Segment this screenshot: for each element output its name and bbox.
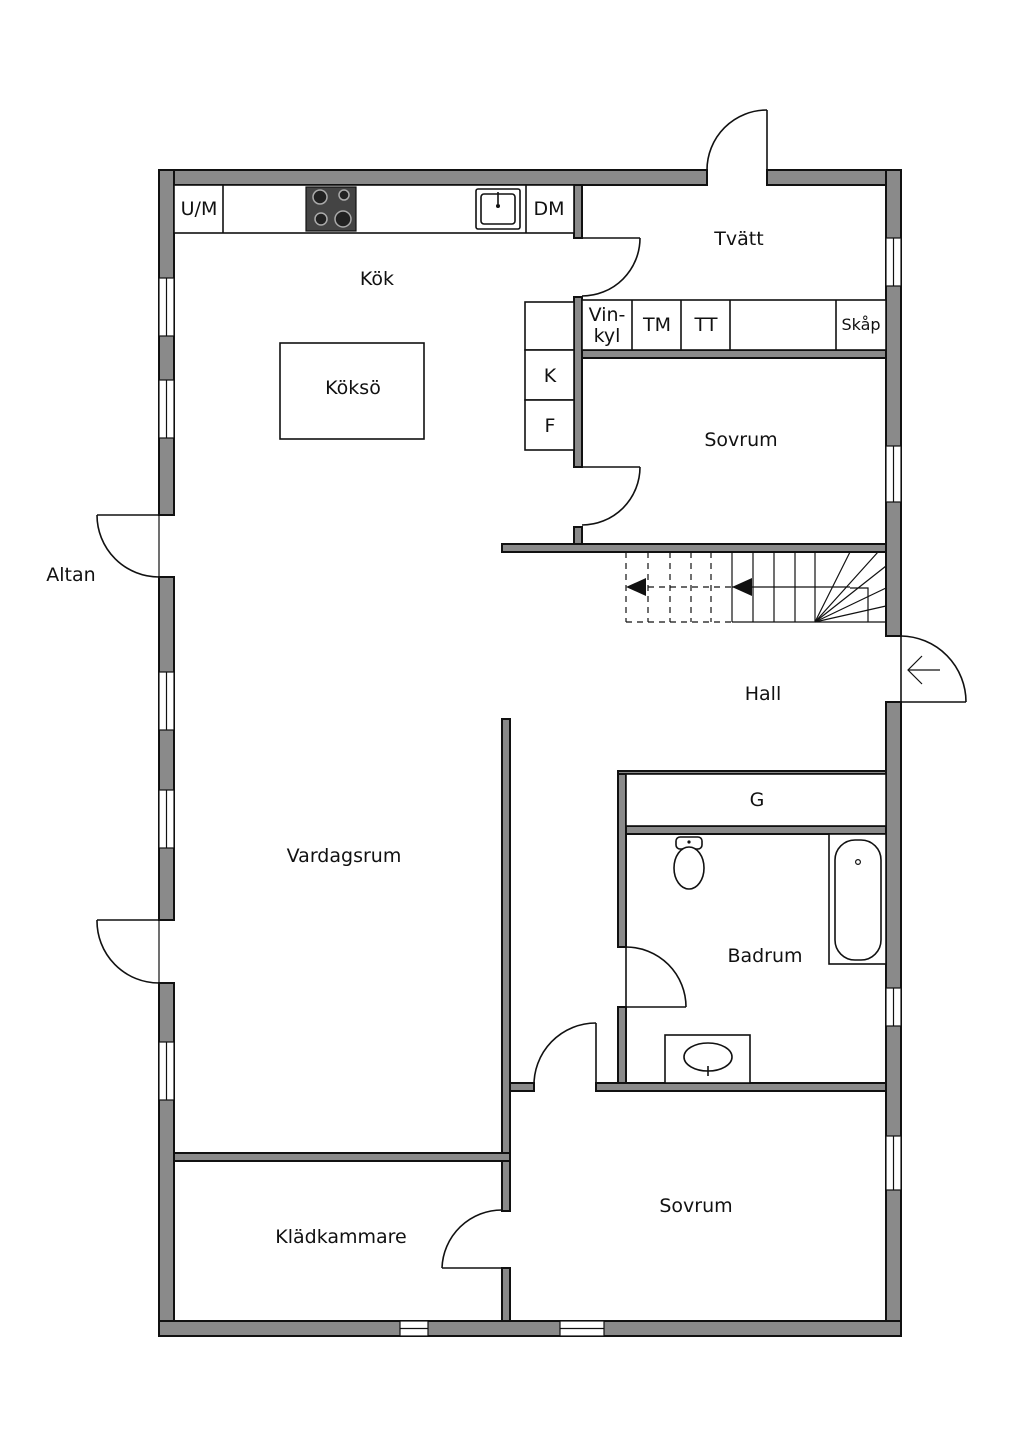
wall-wardrobe-right-lower	[501, 1267, 511, 1322]
door-bathroom	[625, 946, 687, 1008]
wall-bedroom-stairs	[501, 543, 887, 553]
room-label-bedroom-bottom: Sovrum	[659, 1195, 732, 1217]
wall-living-hall	[501, 718, 511, 1160]
wall-hall-bedroom-right	[595, 1082, 887, 1092]
laundry-counter	[581, 299, 887, 351]
closet-g	[625, 773, 887, 827]
bathtub-icon	[828, 833, 887, 965]
fixture-label-dm: DM	[533, 198, 564, 220]
wall-kitchen-laundry-lower	[573, 296, 583, 468]
room-label-bedroom-top: Sovrum	[704, 429, 777, 451]
wall-bathroom-left-upper	[617, 771, 627, 948]
labels: Kök Köksö Tvätt Sovrum Altan Hall Vardag…	[46, 198, 880, 1248]
wall-bedroom-door-stub	[573, 526, 583, 545]
wall-top-right	[766, 169, 902, 186]
fixture-label-wine-2: kyl	[594, 325, 621, 347]
room-label-terrace: Altan	[46, 564, 95, 586]
door-bedroom-top	[581, 466, 641, 526]
stair-arrow-right-icon	[732, 578, 752, 596]
kitchen-counter	[173, 184, 575, 234]
room-label-kitchen-island: Köksö	[325, 377, 381, 399]
wall-hall-bedroom-left	[509, 1082, 535, 1092]
room-label-kitchen: Kök	[360, 268, 394, 290]
stair-arrow-left-icon	[626, 578, 646, 596]
kitchen-sink-icon	[475, 188, 521, 230]
wall-bathroom-left-lower	[617, 1006, 627, 1084]
wall-bottom	[158, 1320, 902, 1337]
wall-living-wardrobe	[173, 1152, 511, 1162]
wall-laundry-bedroom	[581, 349, 887, 359]
door-terrace	[96, 514, 160, 578]
wall-left-middle	[158, 576, 175, 921]
wall-kitchen-laundry-upper	[573, 184, 583, 239]
door-main-entrance	[900, 635, 967, 703]
fridge-freezer-column	[524, 301, 575, 451]
wall-top-left	[158, 169, 708, 186]
windows	[158, 237, 902, 1337]
room-label-living-room: Vardagsrum	[287, 845, 402, 867]
wall-left-upper	[158, 169, 175, 516]
door-living-exterior	[96, 919, 160, 984]
entrance-arrow-icon	[907, 655, 940, 685]
wall-wardrobe-right	[501, 1160, 511, 1212]
door-bedroom-bottom	[533, 1022, 597, 1088]
door-wardrobe	[441, 1209, 503, 1269]
kitchen-island	[279, 342, 425, 440]
room-label-bathroom: Badrum	[727, 945, 802, 967]
fixture-label-fridge: K	[544, 365, 557, 387]
door-laundry-exterior	[706, 109, 768, 185]
staircase	[625, 551, 887, 623]
fixture-label-tt: TT	[694, 314, 718, 336]
wall-left-lower	[158, 982, 175, 1337]
doors	[96, 109, 967, 1269]
toilet-icon	[673, 836, 705, 890]
fixture-label-wine-1: Vin-	[589, 304, 626, 326]
wall-closet-bathroom	[625, 825, 887, 835]
fixture-label-cabinet: Skåp	[841, 315, 880, 334]
room-label-wardrobe: Klädkammare	[275, 1226, 407, 1248]
fixture-label-tm: TM	[642, 314, 671, 336]
fixture-label-freezer: F	[545, 415, 556, 437]
door-kitchen-laundry	[581, 237, 641, 297]
fixture-label-closet-g: G	[750, 789, 765, 811]
room-label-hall: Hall	[745, 683, 782, 705]
bathroom-sink-icon	[664, 1034, 751, 1084]
room-label-laundry: Tvätt	[713, 228, 763, 250]
fixture-label-um: U/M	[181, 198, 218, 220]
